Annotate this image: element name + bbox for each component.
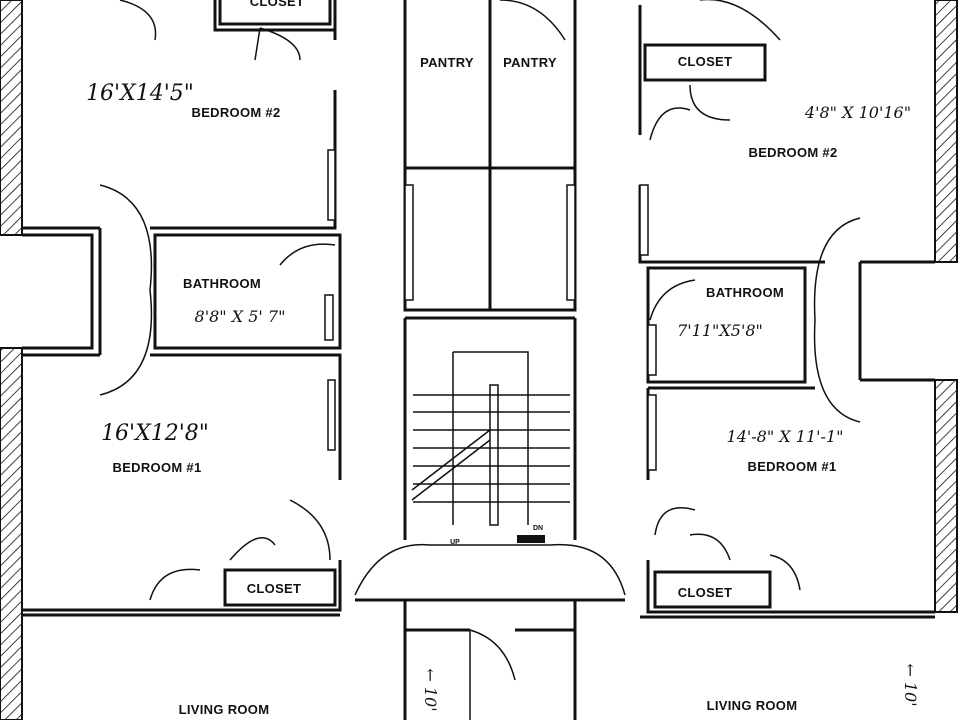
right-unit <box>638 0 958 619</box>
stair-hall-walls <box>403 316 577 540</box>
right-exterior-wall-lower <box>934 379 958 613</box>
pantry-right-window <box>566 184 576 301</box>
left-bathroom-dimension: 8'8" X 5' 7" <box>195 307 286 326</box>
left-bedroom1-label: BEDROOM #1 <box>113 460 202 475</box>
left-bedroom2-walls <box>22 0 337 230</box>
pantry-door-swing <box>499 0 566 41</box>
stair-up-label: UP <box>450 539 460 546</box>
right-bedroom1-window <box>647 394 657 471</box>
stair-down-label: DN <box>533 525 543 532</box>
left-bedroom1-walls <box>22 353 342 612</box>
left-bedroom1-door-swing <box>289 499 331 561</box>
left-closet-bottom-door <box>149 536 276 601</box>
right-bedroom1-walls <box>646 386 935 614</box>
left-closet-top-walls <box>213 0 335 32</box>
left-closet-top-door <box>254 27 301 61</box>
right-bedroom2-dimension: 4'8" X 10'16" <box>804 103 911 122</box>
right-bathroom-dimension: 7'11"X5'8" <box>677 321 763 340</box>
right-bedroom2-door-swing <box>649 107 691 141</box>
left-bedroom2-dimension: 16'X14'5" <box>86 81 194 106</box>
vestibule-arc <box>354 543 626 596</box>
left-bathroom-door-swing <box>279 243 336 266</box>
right-bathroom-door-swing <box>649 279 696 321</box>
right-closet-top-walls <box>638 5 767 82</box>
left-unit <box>0 0 342 720</box>
center-core <box>354 0 626 720</box>
left-living-room-label: LIVING ROOM <box>179 702 270 717</box>
right-closet-bottom-label: CLOSET <box>678 585 733 600</box>
vestibule-door-swing <box>469 629 516 720</box>
pantry-divider <box>405 0 575 310</box>
left-closet-bottom-walls <box>223 568 337 607</box>
left-hall-arch <box>99 184 153 396</box>
left-bathroom-label: BATHROOM <box>183 276 261 291</box>
vestibule-walls <box>355 598 625 720</box>
left-bedroom2-window <box>327 149 336 221</box>
left-exterior-wall-lower <box>0 347 23 720</box>
right-bedroom2-window <box>639 184 649 256</box>
left-bedroom2-door-swing <box>119 0 157 41</box>
right-bedroom1-label: BEDROOM #1 <box>748 459 837 474</box>
right-closet-bottom-door <box>689 533 801 591</box>
left-hall-walls <box>22 228 102 355</box>
right-closet-bottom-walls <box>653 570 772 609</box>
right-exterior-wall-upper <box>934 0 958 263</box>
right-bedroom1-door-swing <box>654 507 696 536</box>
right-hall-arch <box>813 217 861 423</box>
right-bedroom2-label: BEDROOM #2 <box>749 145 838 160</box>
right-living-room-label: LIVING ROOM <box>707 698 798 713</box>
left-exterior-wall-upper <box>0 0 23 236</box>
pantry-left-window <box>404 184 414 301</box>
pantry-right-label: PANTRY <box>503 55 557 70</box>
stair-down-marker <box>517 535 545 543</box>
left-closet-bottom-label: CLOSET <box>247 581 302 596</box>
right-bathroom-label: BATHROOM <box>706 285 784 300</box>
left-bedroom1-window <box>327 379 336 451</box>
left-bathroom-walls <box>153 233 342 350</box>
right-bedroom1-dimension: 14'-8" X 11'-1" <box>727 427 844 446</box>
center-bottom-dimension: ← 10' <box>421 668 440 711</box>
staircase <box>411 351 570 526</box>
right-closet-top-door <box>689 0 781 121</box>
right-hall-walls <box>858 260 935 382</box>
left-bedroom1-dimension: 16'X12'8" <box>101 421 209 446</box>
left-bedroom2-label: BEDROOM #2 <box>192 105 281 120</box>
left-closet-top-label: CLOSET <box>250 0 305 9</box>
pantry-left-label: PANTRY <box>420 55 474 70</box>
right-bathroom-window <box>647 324 657 376</box>
left-bathroom-window <box>324 294 334 341</box>
right-edge-dimension: ← 10' <box>901 663 920 706</box>
right-closet-top-label: CLOSET <box>678 54 733 69</box>
